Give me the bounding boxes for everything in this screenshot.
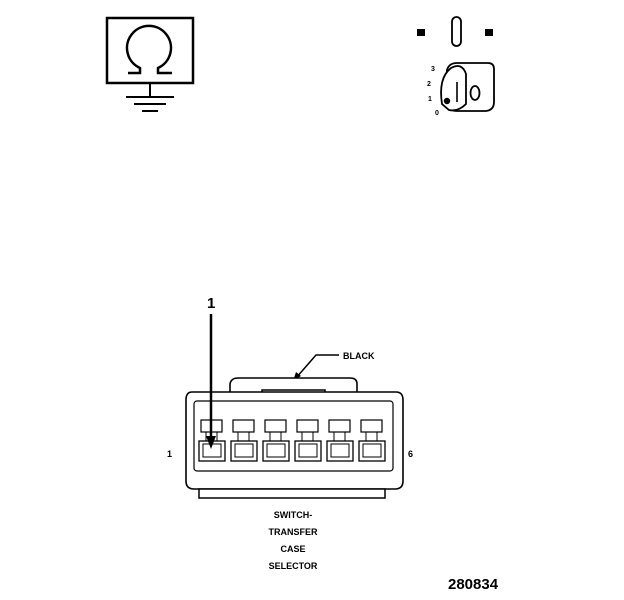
connector-name: SWITCH- TRANSFER CASE SELECTOR	[269, 510, 318, 571]
pin-number-last: 6	[408, 449, 413, 459]
cavity-6	[358, 419, 386, 462]
color-leader-line	[295, 354, 339, 379]
ignition-key-off-icon: 3 2 1 0	[417, 16, 495, 117]
cavity-2	[230, 419, 258, 462]
connector-body	[185, 377, 404, 499]
cavity-5	[326, 419, 354, 462]
callout-number: 1	[207, 295, 215, 312]
connector-name-line-1: SWITCH-	[274, 510, 313, 520]
key-position-labels: 3 2 1 0	[427, 66, 439, 117]
callout-arrow	[206, 314, 216, 449]
pin-number-first: 1	[167, 449, 172, 459]
figure-number: 280834	[448, 576, 499, 593]
key-position-3: 3	[431, 66, 435, 73]
ohmmeter-ground-icon	[105, 16, 195, 112]
key-position-2: 2	[427, 81, 431, 88]
connector-name-line-3: CASE	[280, 544, 305, 554]
key-position-0: 0	[435, 110, 439, 117]
connector-name-line-2: TRANSFER	[269, 527, 318, 537]
key-position-1: 1	[428, 96, 432, 103]
connector-color-label: BLACK	[343, 351, 375, 361]
cavity-4	[294, 419, 322, 462]
connector-name-line-4: SELECTOR	[269, 561, 318, 571]
cavity-3	[262, 419, 290, 462]
terminal-cavities	[198, 419, 386, 462]
